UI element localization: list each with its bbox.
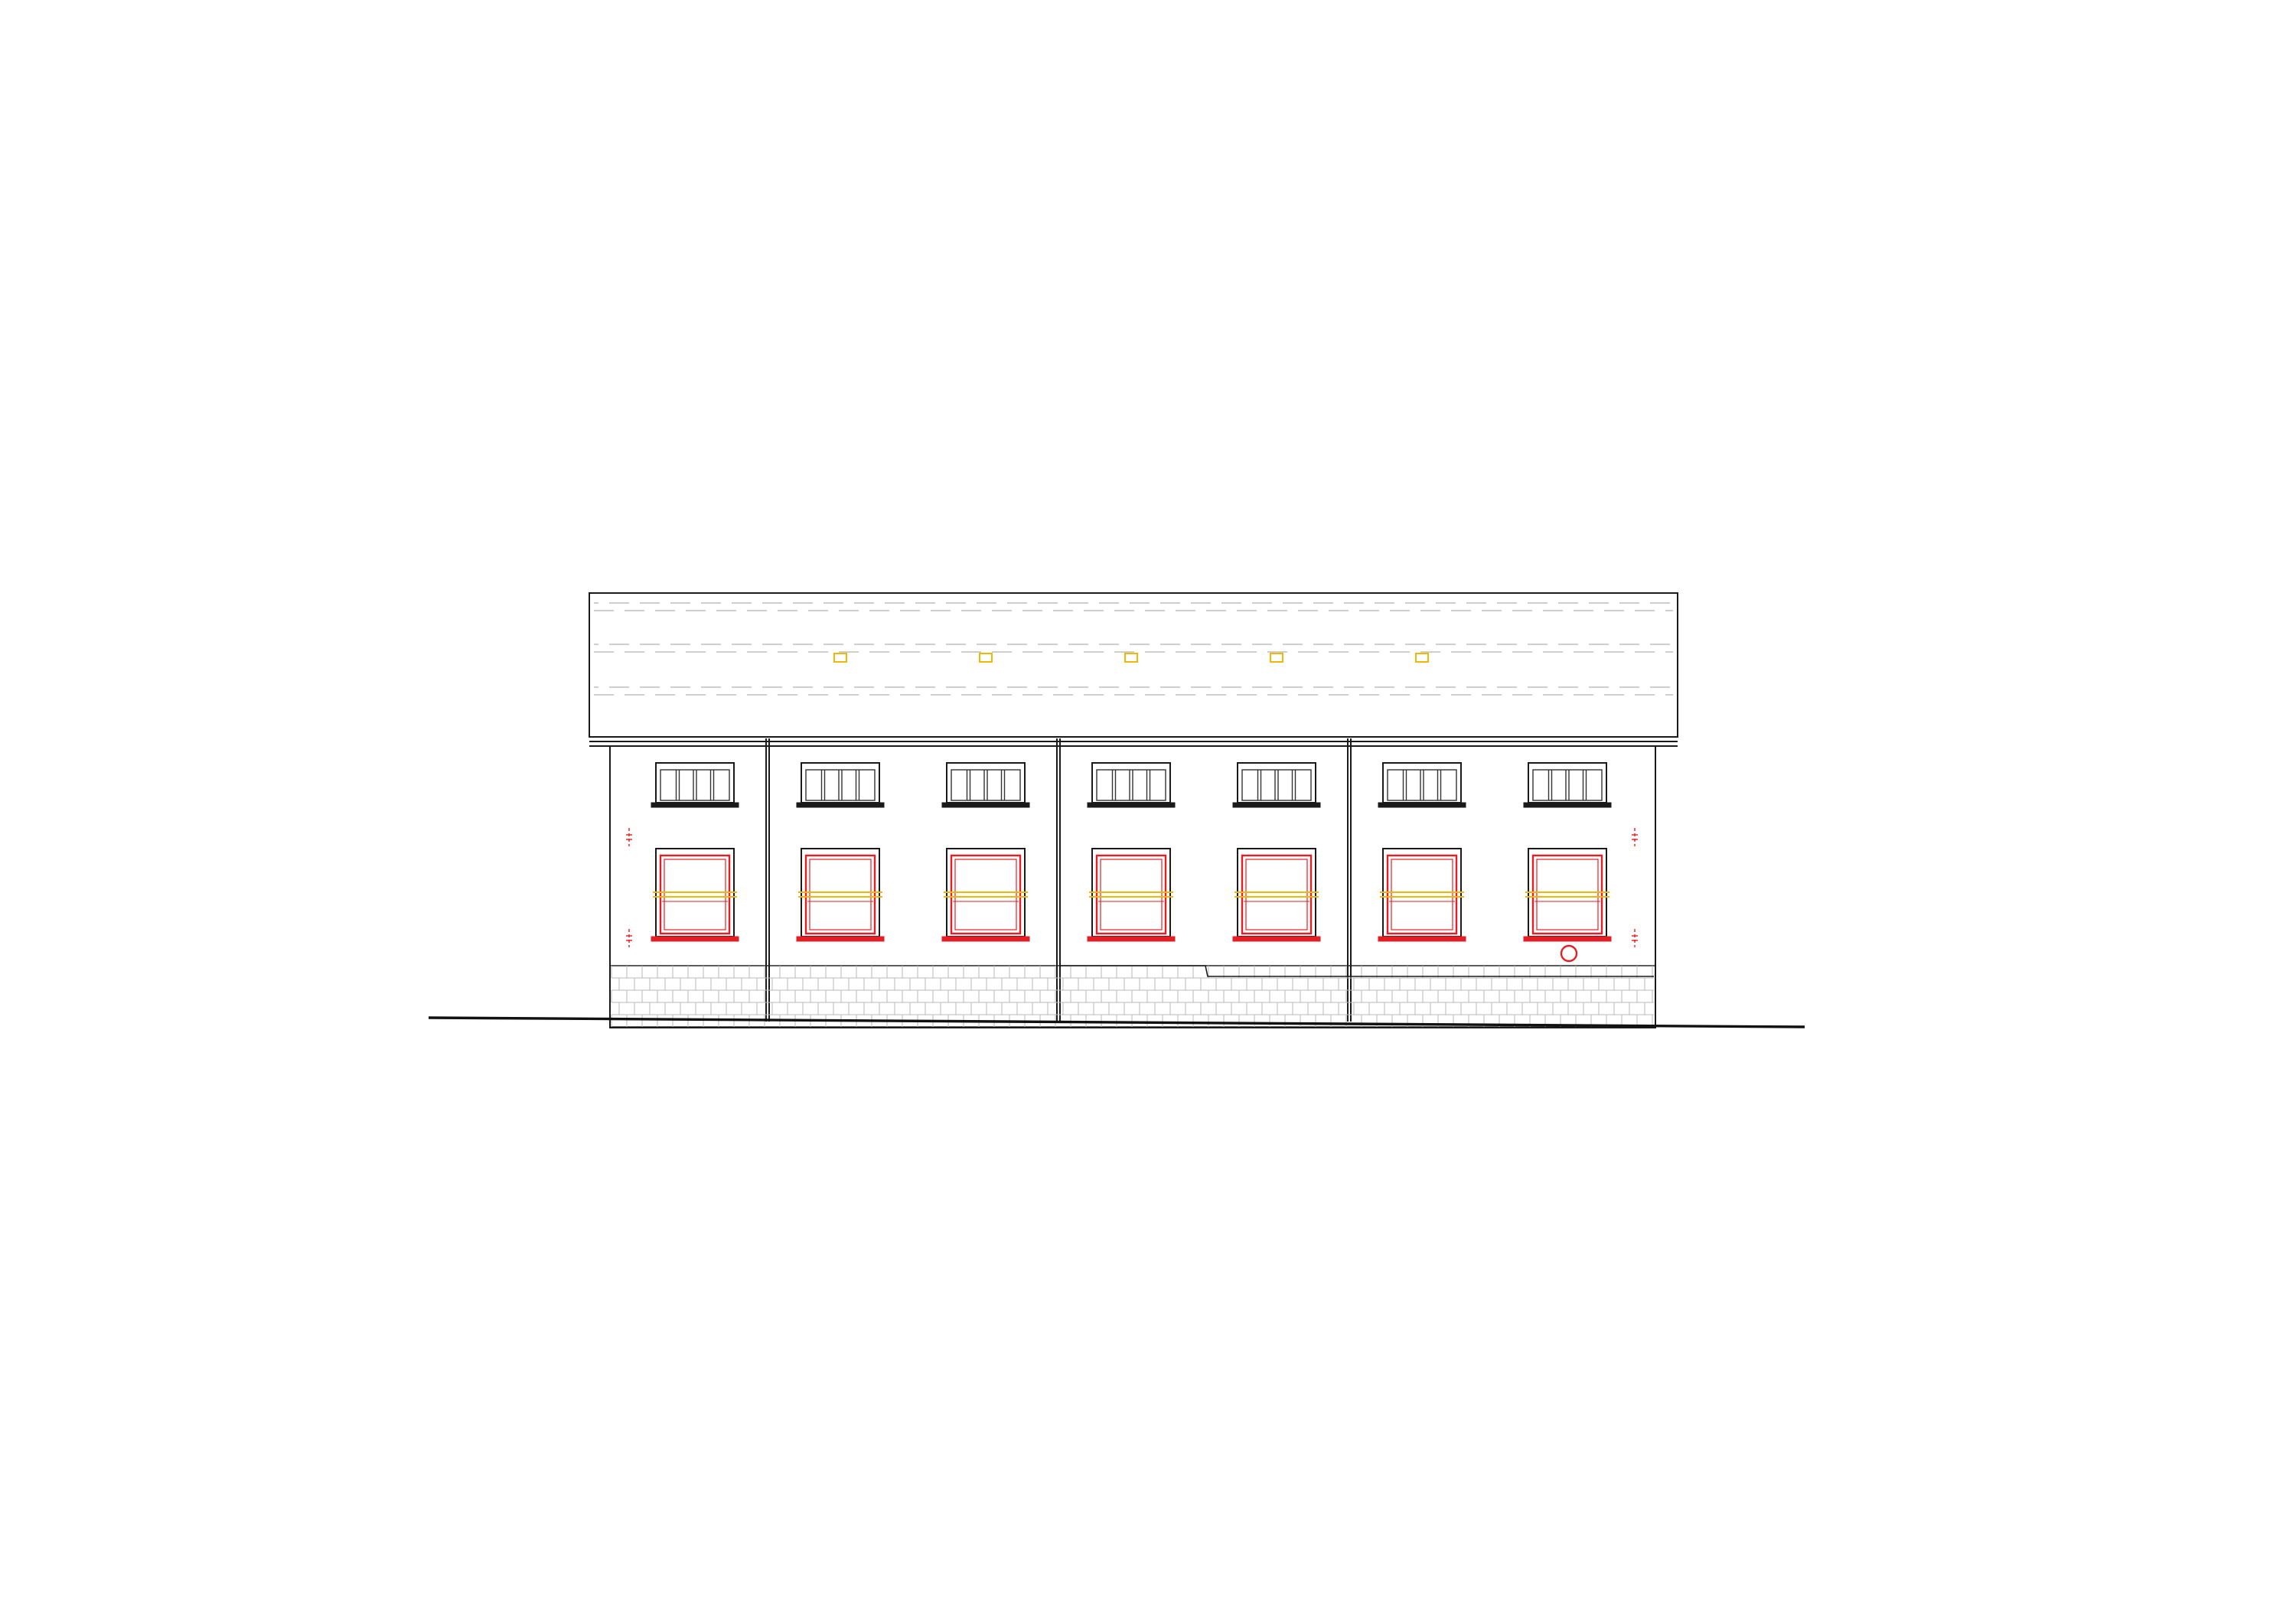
roof-vent (1415, 653, 1429, 663)
lower-window-red-frame (950, 854, 1022, 935)
roof-vent (1124, 653, 1138, 663)
upper-window-sill (1087, 802, 1176, 808)
upper-window-sill (941, 802, 1030, 808)
upper-window-sash (951, 769, 1021, 801)
upper-window-sash (1387, 769, 1457, 801)
lower-window (1523, 848, 1612, 942)
upper-window-frame (655, 762, 735, 803)
wall-vent-circle (1560, 944, 1578, 963)
lower-window-red-inner (664, 859, 726, 930)
lower-window-red-inner (1245, 859, 1308, 930)
upper-window (941, 762, 1030, 808)
upper-window (1378, 762, 1466, 808)
upper-window-sill (651, 802, 739, 808)
upper-window-frame (801, 762, 880, 803)
lower-window-red-inner (954, 859, 1017, 930)
upper-window-sill (1232, 802, 1321, 808)
upper-window-sash (660, 769, 730, 801)
tie-marker (626, 828, 632, 846)
upper-window-frame (1382, 762, 1462, 803)
roof-vent (833, 653, 847, 663)
lower-window-red-frame (1241, 854, 1313, 935)
ground-line (428, 1016, 1805, 1028)
lower-window-sill (651, 936, 739, 942)
lower-window-red-inner (809, 859, 872, 930)
roof (589, 592, 1678, 747)
lower-window-red-frame (1386, 854, 1458, 935)
upper-window (796, 762, 885, 808)
upper-window-sill (796, 802, 885, 808)
upper-window (1523, 762, 1612, 808)
lower-window-sill (941, 936, 1030, 942)
lower-window (1232, 848, 1321, 942)
bay-dividers (765, 738, 1352, 1022)
lower-window-red-frame (659, 854, 731, 935)
roof-vent (1270, 653, 1283, 663)
lower-window-sill (1378, 936, 1466, 942)
plinth-step (1060, 965, 1654, 977)
lower-window-red-inner (1536, 859, 1599, 930)
lower-window-red-frame (1095, 854, 1167, 935)
upper-window-frame (1528, 762, 1607, 803)
upper-window (651, 762, 739, 808)
roof-outline (589, 592, 1678, 738)
upper-window-sash (1241, 769, 1312, 801)
lower-window-red-frame (1531, 854, 1603, 935)
lower-window (1378, 848, 1466, 942)
upper-window-sash (805, 769, 876, 801)
lower-window (796, 848, 885, 942)
upper-window-sill (1523, 802, 1612, 808)
brick-plinth (609, 965, 1656, 1028)
upper-window-sash (1096, 769, 1166, 801)
upper-window-sill (1378, 802, 1466, 808)
tie-marker (626, 929, 632, 947)
roof-vents (833, 653, 1429, 663)
roof-vent (979, 653, 993, 663)
upper-window-sash (1532, 769, 1603, 801)
lower-window (941, 848, 1030, 942)
upper-windows (651, 762, 1612, 808)
lower-window-sill (1523, 936, 1612, 942)
lower-window-red-inner (1391, 859, 1453, 930)
lower-window-red-frame (804, 854, 876, 935)
lower-windows (651, 848, 1612, 942)
lower-window-sill (1232, 936, 1321, 942)
facade-outline (609, 745, 1656, 1028)
lower-window (651, 848, 739, 942)
lower-window-red-inner (1100, 859, 1163, 930)
lower-window-sill (1087, 936, 1176, 942)
wall-markers (626, 828, 1638, 947)
upper-window (1087, 762, 1176, 808)
tie-marker (1632, 929, 1638, 947)
lower-window-sill (796, 936, 885, 942)
upper-window-frame (1091, 762, 1171, 803)
upper-window-frame (946, 762, 1026, 803)
roof-tile-courses (594, 602, 1673, 696)
upper-window-frame (1237, 762, 1316, 803)
lower-window (1087, 848, 1176, 942)
upper-window (1232, 762, 1321, 808)
tie-marker (1632, 828, 1638, 846)
facade (609, 738, 1656, 1028)
